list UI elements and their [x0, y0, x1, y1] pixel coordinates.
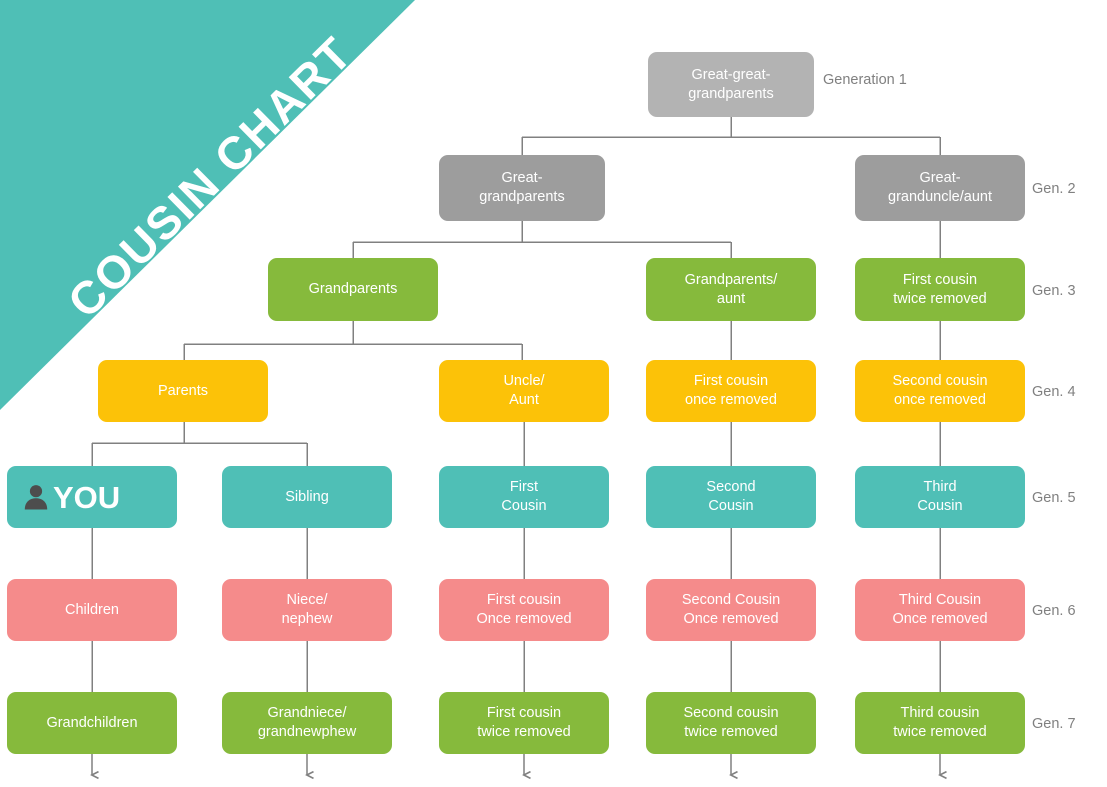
node-first-cousin-once-removed-gen4[interactable]: First cousin once removed [646, 360, 816, 422]
node-great-grandparents[interactable]: Great- grandparents [439, 155, 605, 221]
generation-label-5: Gen. 5 [1032, 490, 1076, 506]
node-label: Great- granduncle/aunt [888, 170, 992, 205]
node-great-granduncle-aunt[interactable]: Great- granduncle/aunt [855, 155, 1025, 221]
node-first-cousin-twice-removed-gen3[interactable]: First cousin twice removed [855, 258, 1025, 321]
node-parents[interactable]: Parents [98, 360, 268, 422]
node-label: Second Cousin Once removed [681, 592, 781, 627]
node-label: Grandparents [308, 281, 398, 297]
person-icon [21, 482, 51, 512]
node-label: Second Cousin [706, 479, 756, 514]
node-second-cousin-once-removed-gen4[interactable]: Second cousin once removed [855, 360, 1025, 422]
node-label: Grandchildren [46, 714, 138, 731]
node-sibling[interactable]: Sibling [222, 466, 392, 528]
node-label: Third Cousin Once removed [892, 592, 988, 627]
node-label: Great-great- grandparents [688, 66, 774, 102]
node-label: Children [65, 601, 119, 618]
node-grandniece-grandnewphew[interactable]: Grandniece/ grandnewphew [222, 692, 392, 754]
node-label: Niece/ nephew [281, 592, 333, 627]
node-label: First Cousin [501, 479, 547, 514]
node-label: Sibling [285, 488, 329, 505]
node-children[interactable]: Children [7, 579, 177, 641]
node-grandparents[interactable]: Grandparents [268, 258, 438, 321]
node-grandparents-aunt[interactable]: Grandparents/ aunt [646, 258, 816, 321]
node-label: Second cousin once removed [892, 373, 988, 408]
generation-label-2: Gen. 2 [1032, 181, 1076, 197]
node-uncle-aunt[interactable]: Uncle/ Aunt [439, 360, 609, 422]
node-third-cousin-twice-removed-gen7[interactable]: Third cousin twice removed [855, 692, 1025, 754]
node-label: Grandparents/ aunt [684, 271, 778, 307]
generation-label-7: Gen. 7 [1032, 716, 1076, 732]
node-label: YOU [53, 479, 121, 515]
node-great-great-grandparents[interactable]: Great-great- grandparents [648, 52, 814, 117]
node-label: First cousin once removed [685, 373, 777, 408]
generation-label-6: Gen. 6 [1032, 603, 1076, 619]
generation-label-3: Gen. 3 [1032, 283, 1076, 299]
node-label: Grandniece/ grandnewphew [257, 705, 357, 740]
node-first-cousin-twice-removed-gen7[interactable]: First cousin twice removed [439, 692, 609, 754]
node-label: Third cousin twice removed [893, 705, 987, 740]
node-label: Uncle/ Aunt [503, 373, 545, 408]
node-second-cousin-once-removed-gen6[interactable]: Second Cousin Once removed [646, 579, 816, 641]
node-third-cousin[interactable]: Third Cousin [855, 466, 1025, 528]
node-grandchildren[interactable]: Grandchildren [7, 692, 177, 754]
generation-label-1: Generation 1 [823, 72, 907, 88]
node-label: First cousin twice removed [477, 705, 571, 740]
banner-triangle [0, 0, 415, 410]
node-first-cousin-once-removed-gen6[interactable]: First cousin Once removed [439, 579, 609, 641]
node-label: Great- grandparents [479, 170, 565, 205]
node-you[interactable]: YOU [7, 466, 177, 528]
node-second-cousin-twice-removed-gen7[interactable]: Second cousin twice removed [646, 692, 816, 754]
node-label: Third Cousin [917, 479, 963, 514]
node-label: First cousin twice removed [893, 271, 987, 307]
node-label: Parents [158, 382, 208, 399]
node-label: First cousin Once removed [476, 592, 572, 627]
node-third-cousin-once-removed-gen6[interactable]: Third Cousin Once removed [855, 579, 1025, 641]
node-first-cousin[interactable]: First Cousin [439, 466, 609, 528]
node-second-cousin[interactable]: Second Cousin [646, 466, 816, 528]
generation-label-4: Gen. 4 [1032, 384, 1076, 400]
node-label: Second cousin twice removed [683, 705, 779, 740]
node-niece-nephew[interactable]: Niece/ nephew [222, 579, 392, 641]
